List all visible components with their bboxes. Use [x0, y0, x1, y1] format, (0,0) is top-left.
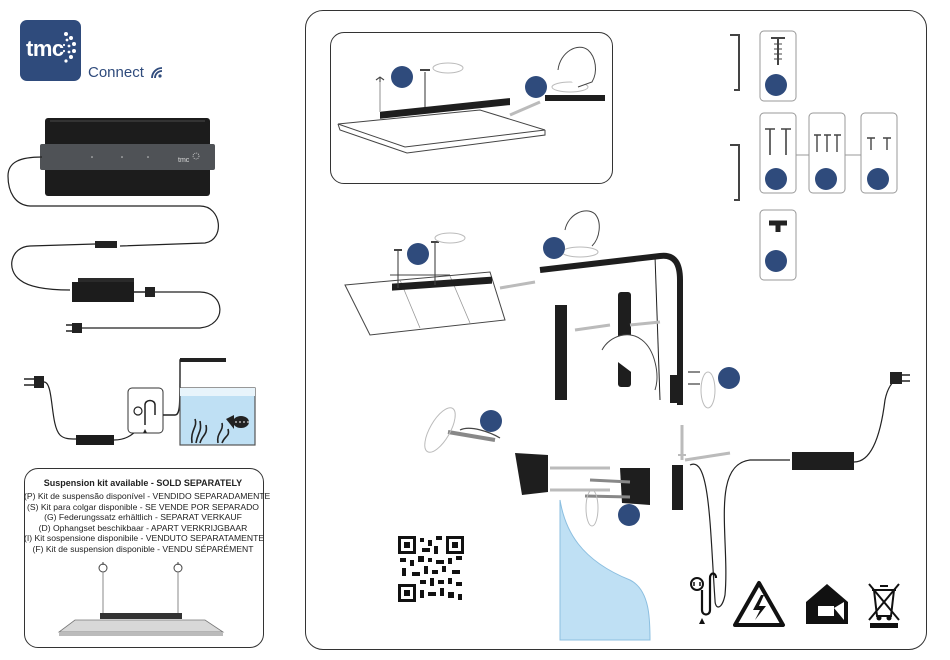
- step-badge: [765, 74, 787, 96]
- suspended-light-illustration: [57, 562, 225, 636]
- suspension-kit-box: [24, 468, 264, 648]
- suspension-kit-line: (F) Kit de suspension disponible - VENDU…: [32, 543, 254, 554]
- svg-text:tmc: tmc: [178, 157, 190, 164]
- suspension-kit-title: Suspension kit available - SOLD SEPARATE…: [43, 478, 243, 488]
- step-badge: [815, 168, 837, 190]
- installation-diagram-panel: [305, 10, 927, 650]
- step-badge: [391, 66, 413, 88]
- step-badge: [618, 504, 640, 526]
- logo-dots-icon: [62, 32, 76, 63]
- suspension-kit-line: (P) Kit de suspensão disponível - VENDID…: [24, 491, 271, 501]
- weee-bin-icon: [868, 583, 900, 628]
- drip-loop-icon: [690, 572, 718, 624]
- step-badge: [867, 168, 889, 190]
- aquarium-mount-illustration: [344, 210, 910, 641]
- logo-text: tmc: [26, 36, 64, 61]
- step-badge: [765, 250, 787, 272]
- suspension-kit-line: (D) Ophangset beschikbaar - APART VERKRI…: [38, 522, 248, 533]
- suspension-kit-line: (G) Federungssatz erhältlich - SEPARAT V…: [44, 512, 242, 522]
- step-badge: [480, 410, 502, 432]
- suspension-kit-line: (I) Kit sospensione disponibile - VENDUT…: [24, 533, 265, 543]
- glass-cover-mount-inset: [330, 32, 613, 184]
- suspension-kit-line: (S) Kit para colgar disponible - SE VEND…: [27, 501, 259, 512]
- indoor-use-icon: [806, 584, 848, 624]
- tmc-logo: [20, 20, 81, 81]
- step-badge: [765, 168, 787, 190]
- step-badge: [718, 367, 740, 389]
- wifi-icon: [151, 67, 163, 79]
- light-unit-illustration: tmc: [7, 118, 221, 333]
- step-badge: [543, 237, 565, 259]
- qr-code-icon: [398, 536, 464, 602]
- electrical-warning-icon: [733, 581, 785, 627]
- product-name: Connect: [88, 64, 144, 81]
- step-badge: [525, 76, 547, 98]
- inset-mount-illustration: [337, 46, 605, 154]
- aquarium-setup-illustration: [24, 358, 256, 446]
- step-badge: [407, 243, 429, 265]
